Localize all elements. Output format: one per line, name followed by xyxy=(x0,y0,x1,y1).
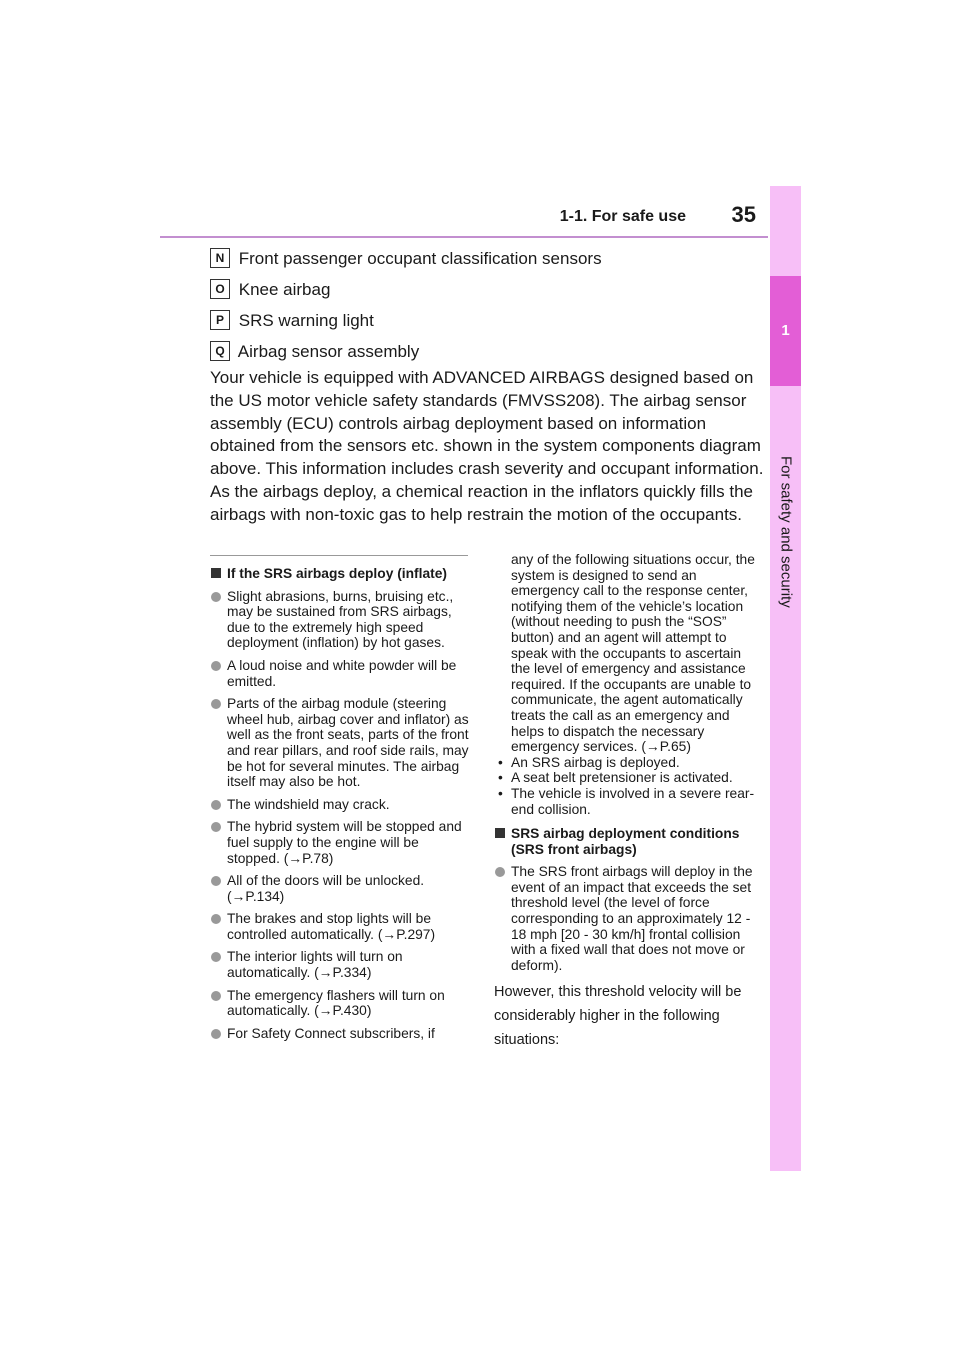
circle-bullet-icon xyxy=(211,699,221,710)
component-letter-box: O xyxy=(210,279,230,299)
list-item-text: All of the doors will be unlocked. (→P.1… xyxy=(227,873,425,904)
component-item: N Front passenger occupant classificatio… xyxy=(210,247,602,271)
list-item: The brakes and stop lights will be contr… xyxy=(210,911,472,942)
circle-bullet-icon xyxy=(211,660,221,671)
circle-bullet-icon xyxy=(211,990,221,1001)
left-column: If the SRS airbags deploy (inflate) Slig… xyxy=(210,566,472,1048)
component-label: Knee airbag xyxy=(238,280,331,299)
list-item: Parts of the airbag module (steering whe… xyxy=(210,696,472,790)
component-label: SRS warning light xyxy=(238,311,374,330)
circle-bullet-icon xyxy=(211,952,221,963)
circle-bullet-icon xyxy=(211,822,221,833)
list-item-text: The emergency flashers will turn on auto… xyxy=(227,987,445,1019)
sub-list-item-text: A seat belt pretensioner is activated. xyxy=(511,770,733,786)
heading-text: SRS airbag deployment conditions (SRS fr… xyxy=(511,826,740,857)
chapter-sidebar: 1 For safety and security xyxy=(770,186,801,1171)
dot-marker-icon: • xyxy=(498,770,503,786)
circle-bullet-icon xyxy=(211,914,221,925)
section-title: 1-1. For safe use xyxy=(559,208,686,225)
continued-text: any of the following situations occur, t… xyxy=(511,552,755,755)
chapter-number: 1 xyxy=(781,322,790,339)
list-item-text: The interior lights will turn on automat… xyxy=(227,949,403,981)
square-bullet-icon xyxy=(495,828,505,839)
list-item-text: Slight abrasions, burns, bruising etc., … xyxy=(227,588,454,651)
list-item: Slight abrasions, burns, bruising etc., … xyxy=(210,589,472,651)
component-item: P SRS warning light xyxy=(210,309,374,333)
intro-paragraph: Your vehicle is equipped with ADVANCED A… xyxy=(210,368,764,524)
list-item: The SRS front airbags will deploy in the… xyxy=(494,864,756,973)
paragraph-text: However, this threshold velocity will be… xyxy=(494,984,742,1049)
list-item: The emergency flashers will turn on auto… xyxy=(210,988,472,1019)
component-letter-box: P xyxy=(210,310,230,330)
circle-bullet-icon xyxy=(211,799,221,810)
section-heading: SRS airbag deployment conditions (SRS fr… xyxy=(494,826,756,857)
list-item: A loud noise and white powder will be em… xyxy=(210,658,472,689)
component-letter-box: N xyxy=(210,248,230,268)
page-number: 35 xyxy=(731,202,756,227)
list-item: For Safety Connect subscribers, if xyxy=(210,1026,472,1042)
list-item: The windshield may crack. xyxy=(210,797,472,813)
component-label: Front passenger occupant classification … xyxy=(238,249,602,268)
component-item: Q Airbag sensor assembly xyxy=(210,340,419,364)
list-item: The hybrid system will be stopped and fu… xyxy=(210,819,472,866)
section-divider xyxy=(210,555,468,556)
circle-bullet-icon xyxy=(211,876,221,887)
chapter-title: For safety and security xyxy=(777,456,794,608)
list-item: The interior lights will turn on automat… xyxy=(210,949,472,980)
sub-list-item: • An SRS airbag is deployed. xyxy=(494,755,756,771)
list-item-text: A loud noise and white powder will be em… xyxy=(227,657,457,689)
list-item-text: Parts of the airbag module (steering whe… xyxy=(227,696,469,790)
circle-bullet-icon xyxy=(211,591,221,602)
list-item-text: The windshield may crack. xyxy=(227,796,390,812)
sub-list-item-text: An SRS airbag is deployed. xyxy=(511,754,680,770)
component-label: Airbag sensor assembly xyxy=(237,342,420,361)
component-letter-box: Q xyxy=(210,341,230,361)
sub-list-item: • A seat belt pretensioner is activated. xyxy=(494,770,756,786)
square-bullet-icon xyxy=(211,568,221,578)
list-item-text: The hybrid system will be stopped and fu… xyxy=(227,819,462,866)
right-column: any of the following situations occur, t… xyxy=(494,552,756,1052)
list-item-text: For Safety Connect subscribers, if xyxy=(227,1025,435,1041)
heading-text: If the SRS airbags deploy (inflate) xyxy=(227,566,448,581)
list-item-text: The SRS front airbags will deploy in the… xyxy=(511,864,753,973)
circle-bullet-icon xyxy=(495,867,505,878)
chapter-title-vertical: For safety and security xyxy=(770,456,801,816)
list-item-text: The brakes and stop lights will be contr… xyxy=(227,911,436,942)
page-header: 1-1. For safe use 35 xyxy=(160,200,768,238)
dot-marker-icon: • xyxy=(498,785,503,801)
sub-list-item: • The vehicle is involved in a severe rea… xyxy=(494,786,756,817)
chapter-tab[interactable] xyxy=(770,276,801,386)
component-item: O Knee airbag xyxy=(210,278,330,302)
section-heading: If the SRS airbags deploy (inflate) xyxy=(210,566,472,582)
list-item: All of the doors will be unlocked. (→P.1… xyxy=(210,873,472,904)
circle-bullet-icon xyxy=(211,1028,221,1039)
dot-marker-icon: • xyxy=(498,754,503,770)
sub-list-item-text: The vehicle is involved in a severe rear… xyxy=(511,785,755,817)
